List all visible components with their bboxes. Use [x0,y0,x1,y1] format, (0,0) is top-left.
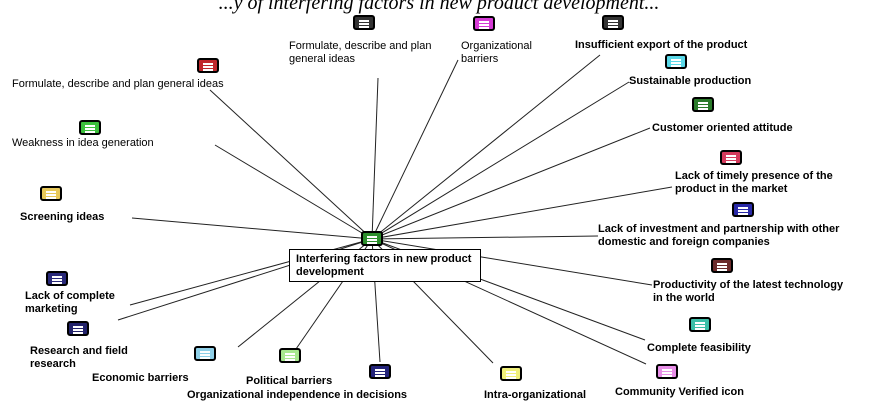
connector-weakness-idea [214,144,373,240]
research-label[interactable]: Research and field research [30,345,128,370]
community-verified-note-icon [656,364,678,379]
connector-lack-investment [371,235,599,240]
political-barriers-label[interactable]: Political barriers [246,375,333,387]
sustainable-production-label[interactable]: Sustainable production [629,75,752,87]
productivity-label[interactable]: Productivity of the latest technology in… [653,279,844,304]
connector-formulate-left [209,89,373,240]
intra-organizational-note-icon [500,366,522,381]
connector-screening-ideas [131,217,373,240]
connector-productivity [371,238,653,286]
central-topic[interactable]: Interfering factors in new product devel… [289,249,481,282]
weakness-idea-note-icon [79,120,101,135]
connector-organizational-barriers [371,59,459,240]
org-independence-note-icon [369,364,391,379]
connector-customer-oriented [371,127,651,240]
lack-investment-label[interactable]: Lack of investment and partnership with … [598,223,840,248]
center-note-icon [361,231,383,246]
lack-timely-label[interactable]: Lack of timely presence of the product i… [675,170,833,195]
connector-insufficient-export [371,54,601,240]
community-verified-label[interactable]: Community Verified icon [615,386,744,398]
org-independence-label[interactable]: Organizational independence in decisions [187,389,408,401]
customer-oriented-note-icon [692,97,714,112]
weakness-idea-label[interactable]: Weakness in idea generation [12,137,154,149]
research-note-icon [67,321,89,336]
formulate-left-label[interactable]: Formulate, describe and plan general ide… [12,78,224,90]
insufficient-export-note-icon [602,15,624,30]
connector-sustainable-production [371,81,630,240]
sustainable-production-note-icon [665,54,687,69]
intra-organizational-label[interactable]: Intra-organizational [484,389,587,401]
lack-marketing-label[interactable]: Lack of complete marketing [25,290,115,315]
customer-oriented-label[interactable]: Customer oriented attitude [652,122,793,134]
productivity-note-icon [711,258,733,273]
screening-ideas-note-icon [40,186,62,201]
header-fragment: ...y of interfering factors in new produ… [218,0,660,14]
formulate-top-label[interactable]: Formulate, describe and plan general ide… [289,40,432,65]
lack-timely-note-icon [720,150,742,165]
lack-marketing-note-icon [46,271,68,286]
political-barriers-note-icon [279,348,301,363]
screening-ideas-label[interactable]: Screening ideas [20,211,105,223]
connector-lack-timely [371,186,673,240]
lack-investment-note-icon [732,202,754,217]
connector-formulate-top [371,77,379,240]
formulate-left-note-icon [197,58,219,73]
organizational-barriers-label[interactable]: Organizational barriers [461,40,532,65]
insufficient-export-label[interactable]: Insufficient export of the product [575,39,748,51]
formulate-top-note-icon [353,15,375,30]
complete-feasibility-label[interactable]: Complete feasibility [647,342,751,354]
economic-barriers-note-icon [194,346,216,361]
organizational-barriers-note-icon [473,16,495,31]
economic-barriers-label[interactable]: Economic barriers [92,372,189,384]
complete-feasibility-note-icon [689,317,711,332]
